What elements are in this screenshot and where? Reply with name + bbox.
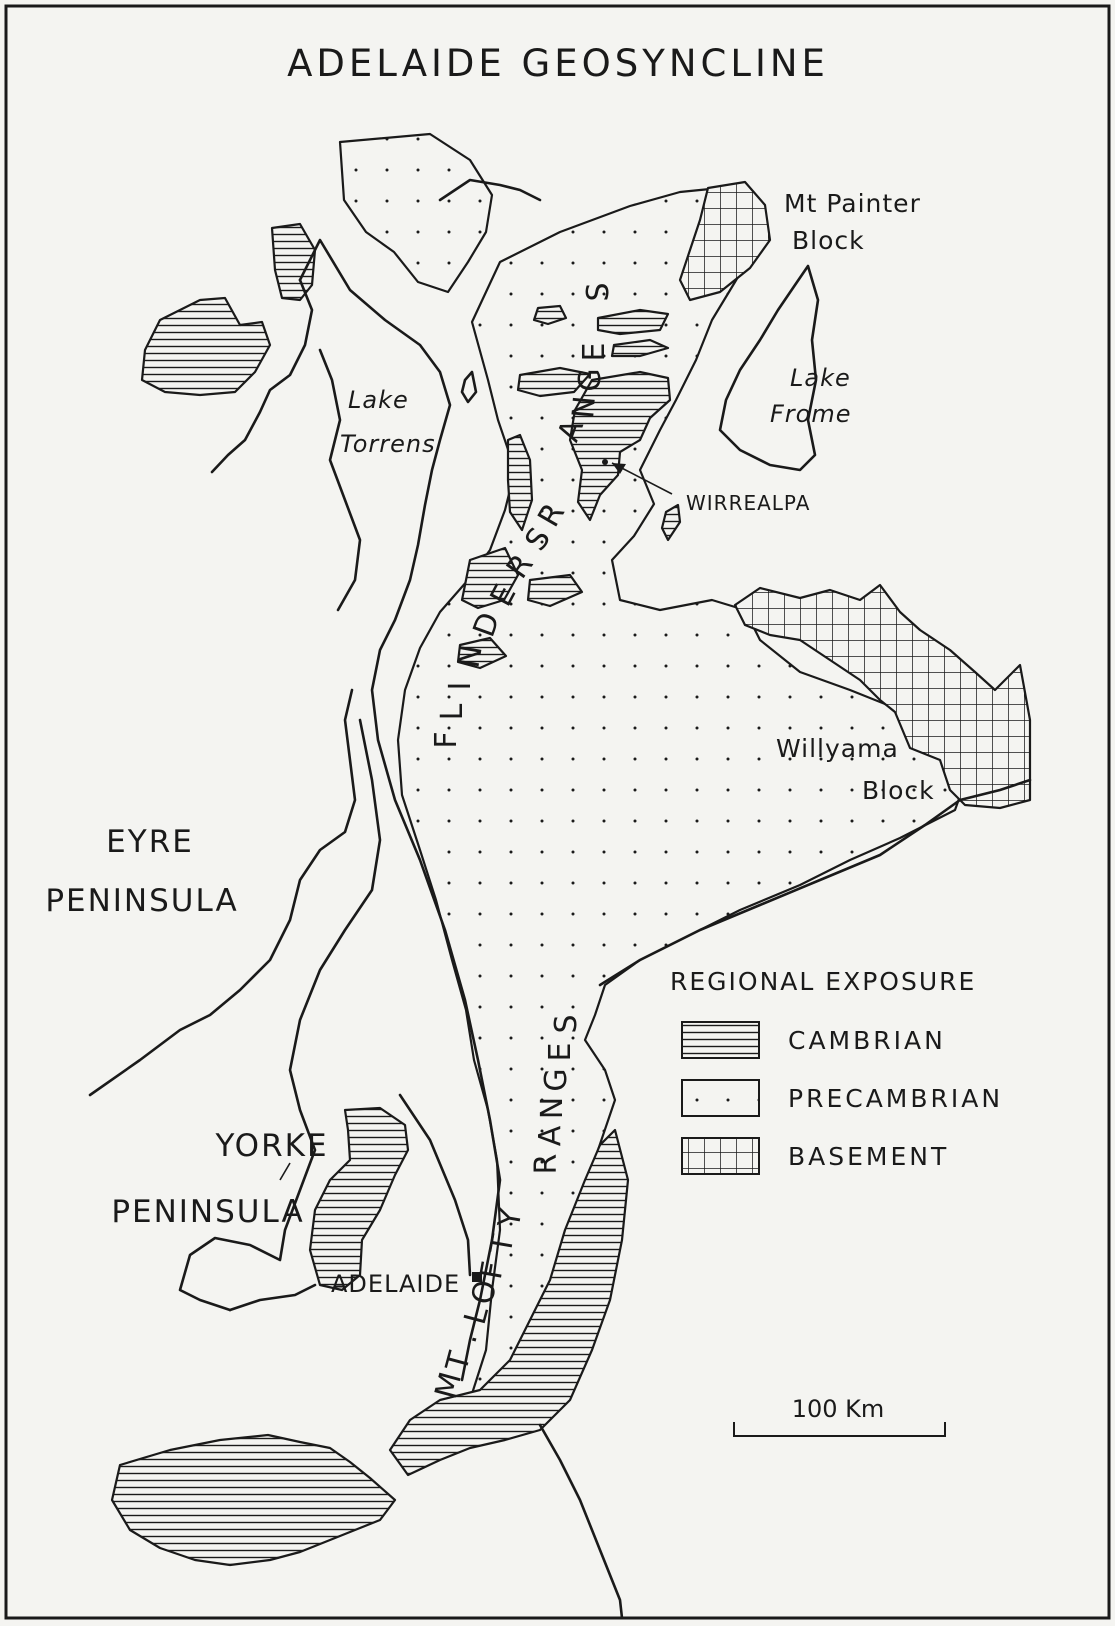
cambrian-flinders-strip [506,433,534,532]
coast-east-murray [598,778,1032,987]
coast-gulf-st-vincent [398,1093,472,1277]
precambrian-area-nw [338,132,494,294]
label-wirrealpa: WIRREALPA [686,491,810,515]
basement-willyama [733,583,1032,810]
coast-spencer-gulf [178,718,382,1312]
cambrian-mt-lofty [388,1128,630,1477]
label-lake-frome-1: Lake [790,364,851,392]
coast-southeast [538,1423,624,1620]
legend-swatch-precambrian [681,1079,760,1117]
coast-north-interior [438,178,542,202]
label-mt-painter-block: Block [792,226,865,255]
cambrian-small-east [660,503,682,542]
cambrian-flinders-3 [610,338,670,358]
label-adelaide: ADELAIDE [331,1270,460,1298]
coast-gulf-west [298,238,502,1382]
flinders-letter: S [581,282,616,301]
scale-bar-label: 100 Km [792,1395,885,1423]
legend-label-cambrian: CAMBRIAN [788,1026,946,1055]
mt-lofty-letter: R [529,1154,564,1175]
flinders-letter: I [443,682,478,691]
map-border [4,4,1111,1620]
label-yorke-peninsula: PENINSULA [111,1194,304,1230]
cambrian-flinders-4 [516,366,592,398]
precambrian-area-main [396,186,967,1444]
cambrian-flinders-7 [456,636,508,670]
yorke-leader [279,1162,291,1181]
label-willyama-block: Block [862,776,935,805]
mt-lofty-letter: . [449,1328,485,1346]
legend-swatch-basement [681,1137,760,1175]
cambrian-west-island [140,296,272,397]
cambrian-flinders-2 [596,308,670,336]
scale-bar: 100 Km [733,1395,946,1437]
flinders-letter: N [566,394,603,419]
cambrian-flinders-1 [532,304,568,326]
basement-mt-painter [678,180,772,302]
adelaide-marker [472,1272,482,1282]
map-title: ADELAIDE GEOSYNCLINE [287,42,829,85]
legend-label-precambrian: PRECAMBRIAN [788,1084,1003,1113]
wirrealpa-arrow-head [612,463,626,474]
flinders-letter: G [573,368,608,391]
scale-bar-line [733,1422,946,1437]
label-eyre-peninsula: PENINSULA [45,883,238,919]
label-eyre: EYRE [106,824,194,860]
cambrian-wirrealpa [568,370,672,522]
mt-lofty-letter: G [539,1068,574,1091]
flinders-letter: L [435,703,470,720]
lake-torrens-outline [318,348,362,612]
cambrian-flinders-6 [526,573,584,608]
cambrian-flinders-5 [460,546,520,610]
label-lake-torrens-2: Torrens [340,430,436,458]
flinders-letter: E [577,343,612,362]
label-lake-frome-2: Frome [770,400,852,428]
mt-lofty-letter: E [543,1043,578,1062]
label-mt-painter: Mt Painter [784,189,921,218]
mt-lofty-letter: A [533,1125,568,1146]
wirrealpa-point [602,459,608,465]
coast-yorke-west [228,1283,317,1312]
label-yorke: YORKE [214,1128,328,1164]
label-lake-torrens-1: Lake [348,386,409,414]
coast-eyre-peninsula [88,688,357,1097]
label-willyama: Willyama [776,734,899,763]
cambrian-kangaroo-island [110,1433,397,1567]
lake-frome-outline [718,264,820,472]
coast-eyre-north [210,278,314,474]
flinders-letter: F [429,731,464,748]
legend-swatch-cambrian [681,1021,760,1059]
legend-title: REGIONAL EXPOSURE [670,967,976,996]
mt-lofty-letter: N [535,1097,570,1119]
mt-lofty-letter: F [474,1259,511,1282]
legend: REGIONAL EXPOSURE CAMBRIAN PRECAMBRIAN B… [670,967,1003,1175]
cambrian-yorke [308,1106,410,1292]
mt-lofty-letter: S [549,1014,584,1033]
legend-label-basement: BASEMENT [788,1142,949,1171]
lake-small [460,370,478,404]
